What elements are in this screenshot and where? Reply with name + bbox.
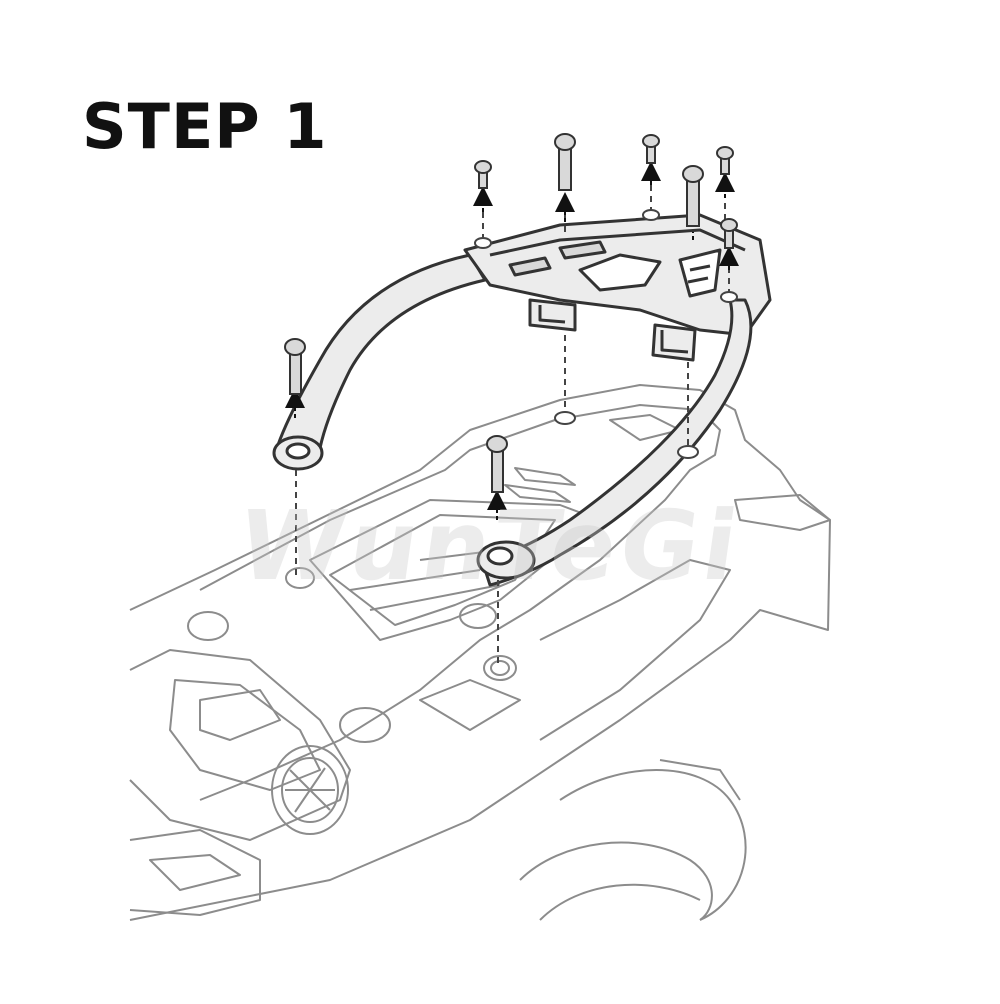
- motorcycle-tail: [129, 384, 831, 921]
- bolt-2: [486, 435, 508, 520]
- bolt-6: [682, 165, 704, 240]
- bolt-8: [719, 218, 739, 270]
- watermark-text: WunTeGi: [232, 490, 748, 602]
- step-title: STEP 1: [82, 90, 328, 163]
- luggage-rack: [272, 213, 772, 587]
- bolt-3: [473, 160, 493, 212]
- guide-lines: [295, 185, 730, 665]
- bolt-7: [715, 146, 735, 198]
- bolt-4: [554, 133, 576, 222]
- bolt-1: [284, 338, 306, 418]
- mount-holes: [474, 209, 738, 459]
- bolt-5: [641, 134, 661, 185]
